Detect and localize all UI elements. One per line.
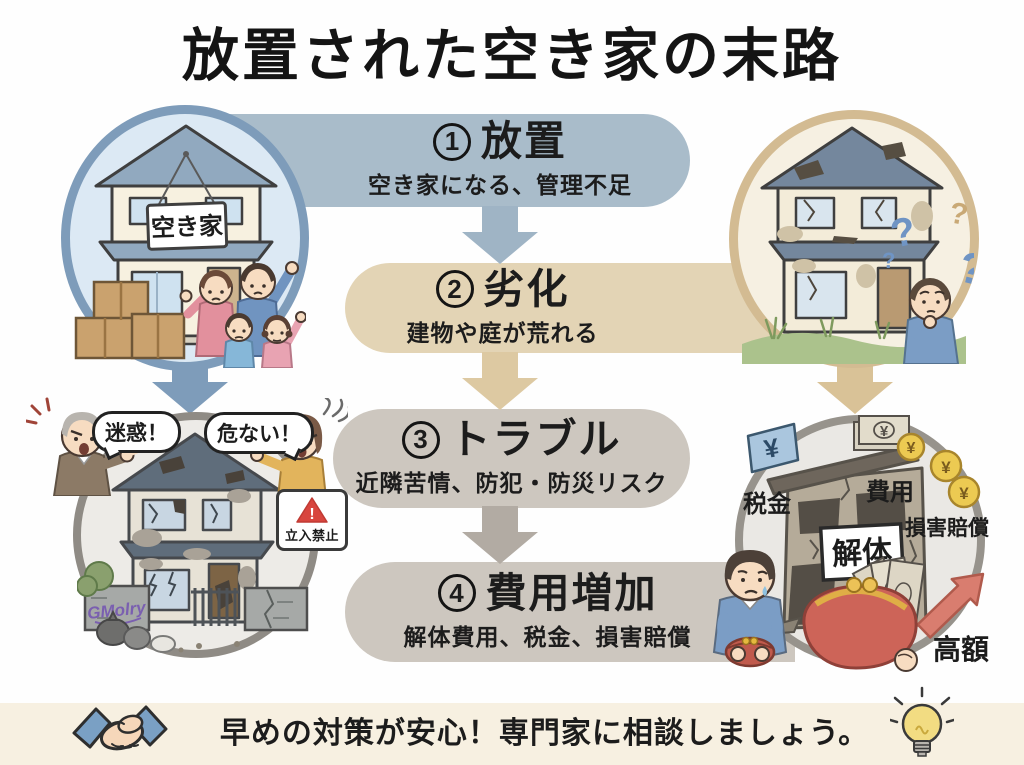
- step-4-title: 費用増加: [485, 569, 658, 616]
- step-2-desc: 建物や庭が荒れる: [406, 319, 599, 346]
- trouble-house-illustration: GMolry: [77, 432, 309, 653]
- deteriorating-house-illustration: ? ? ? ?: [742, 126, 974, 364]
- wall-stains: [777, 201, 933, 288]
- step-4-desc: 解体費用、税金、損害賠償: [403, 623, 692, 650]
- lightbulb-icon: [890, 686, 954, 757]
- svg-text:?: ?: [947, 196, 971, 232]
- step-2-heading: 2 劣化: [435, 265, 570, 312]
- speech-bubble-nuisance-text: 迷惑！: [105, 422, 168, 445]
- cost-label-expense: 費用: [866, 479, 914, 506]
- footer-message: 早めの対策が安心！専門家に相談しましょう。: [219, 717, 870, 750]
- tear-icon: [762, 586, 767, 596]
- step-1-desc: 空き家になる、管理不足: [368, 172, 632, 198]
- rising-cost-arrow-icon: [916, 572, 985, 639]
- sad-owner-figure: [712, 550, 788, 668]
- coin-purse: [802, 577, 918, 672]
- step-2-number-badge: 2: [435, 270, 474, 308]
- annoyance-squiggle-icon: [322, 398, 348, 423]
- arrow-down-step3-to-step4-icon: [462, 506, 538, 564]
- no-entry-sign-text: 立入禁止: [284, 528, 339, 543]
- svg-text:¥: ¥: [941, 458, 951, 477]
- vacant-house-sign-text: 空き家: [151, 212, 224, 242]
- arrow-down-left-circle-icon: [152, 346, 228, 414]
- svg-text:!: !: [309, 506, 314, 523]
- svg-text:¥: ¥: [907, 440, 916, 457]
- svg-text:?: ?: [882, 248, 895, 273]
- no-entry-sign: ! 立入禁止: [276, 489, 348, 551]
- svg-text:?: ?: [954, 242, 974, 296]
- svg-text:¥: ¥: [880, 423, 889, 440]
- family-leaving-house-illustration: 空き家: [74, 124, 306, 368]
- purse-and-banknotes-illustration: [802, 556, 926, 672]
- step-3-number-badge: 3: [401, 420, 440, 459]
- svg-text:¥: ¥: [959, 484, 969, 503]
- bills-and-coin-icon: ¥ ¥: [853, 415, 926, 462]
- moving-boxes: [74, 280, 186, 360]
- page-title: 放置された空き家の末路: [182, 24, 842, 88]
- cost-label-tax: 税金: [743, 491, 791, 518]
- house-stains: [132, 489, 256, 590]
- cost-label-high-amount: 高額: [933, 634, 990, 665]
- cost-label-damages: 損害賠償: [905, 517, 989, 540]
- step-2-title: 劣化: [483, 265, 570, 312]
- step-4-number-badge: 4: [437, 574, 476, 612]
- vacant-house-sign: 空き家: [145, 201, 229, 251]
- damaged-house-drawing: [760, 126, 944, 334]
- handshake-icon: [72, 705, 168, 751]
- side-wall: [243, 586, 309, 632]
- coins-icon: ¥ ¥: [929, 449, 981, 509]
- arrow-down-step2-to-step3-icon: [462, 352, 538, 410]
- roof-damage-patches: [794, 142, 906, 244]
- step-1-heading: 1 放置: [433, 121, 567, 162]
- step-3-title: トラブル: [449, 416, 622, 462]
- footer-banner: [0, 703, 1024, 765]
- step-3-desc: 近隣苦情、防犯・防災リスク: [355, 470, 668, 496]
- step-2-banner: 2 劣化 建物や庭が荒れる: [345, 263, 830, 353]
- svg-text:¥: ¥: [762, 432, 782, 464]
- trash-bags: [96, 609, 240, 653]
- speech-bubble-dangerous: 危ない！: [204, 412, 314, 454]
- step-4-heading: 4 費用増加: [437, 569, 658, 616]
- step-1-title: 放置: [481, 118, 567, 164]
- arrow-down-right-circle-icon: [817, 346, 893, 414]
- worried-man-figure: [902, 278, 960, 364]
- speech-bubble-dangerous-text: 危ない！: [217, 423, 301, 446]
- step-1-number-badge: 1: [433, 122, 471, 161]
- broken-gate: [191, 588, 239, 626]
- step-3-heading: 3 トラブル: [401, 416, 622, 462]
- family-figures: [179, 261, 306, 368]
- anger-mark-icon: [26, 397, 51, 425]
- arrow-down-step1-to-step2-icon: [462, 206, 538, 264]
- tax-bill-icon: ¥: [746, 422, 800, 474]
- speech-bubble-nuisance: 迷惑！: [92, 411, 181, 453]
- window-cracks: [148, 503, 219, 597]
- warning-triangle-icon: !: [296, 497, 328, 523]
- step-3-banner: 3 トラブル 近隣苦情、防犯・防災リスク: [333, 409, 690, 508]
